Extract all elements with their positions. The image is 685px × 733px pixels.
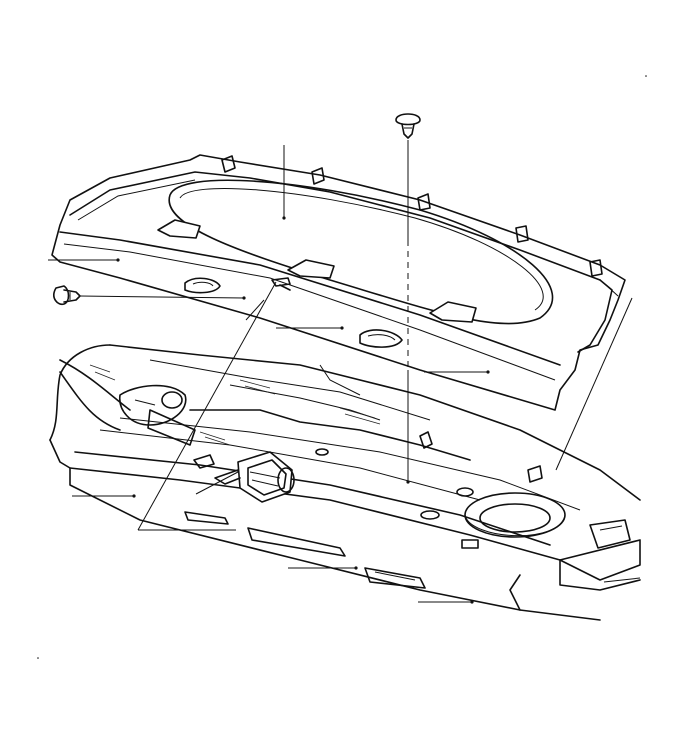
spare-tire-well (464, 492, 566, 538)
rear-package-shelf-trim-panel (51, 154, 626, 411)
callout-leaders (48, 140, 641, 604)
push-pin-retainer-top (395, 113, 421, 139)
rear-floor-pan (49, 344, 641, 621)
seat-belt-retractor (193, 451, 295, 503)
push-pin-retainer-left (53, 285, 81, 306)
